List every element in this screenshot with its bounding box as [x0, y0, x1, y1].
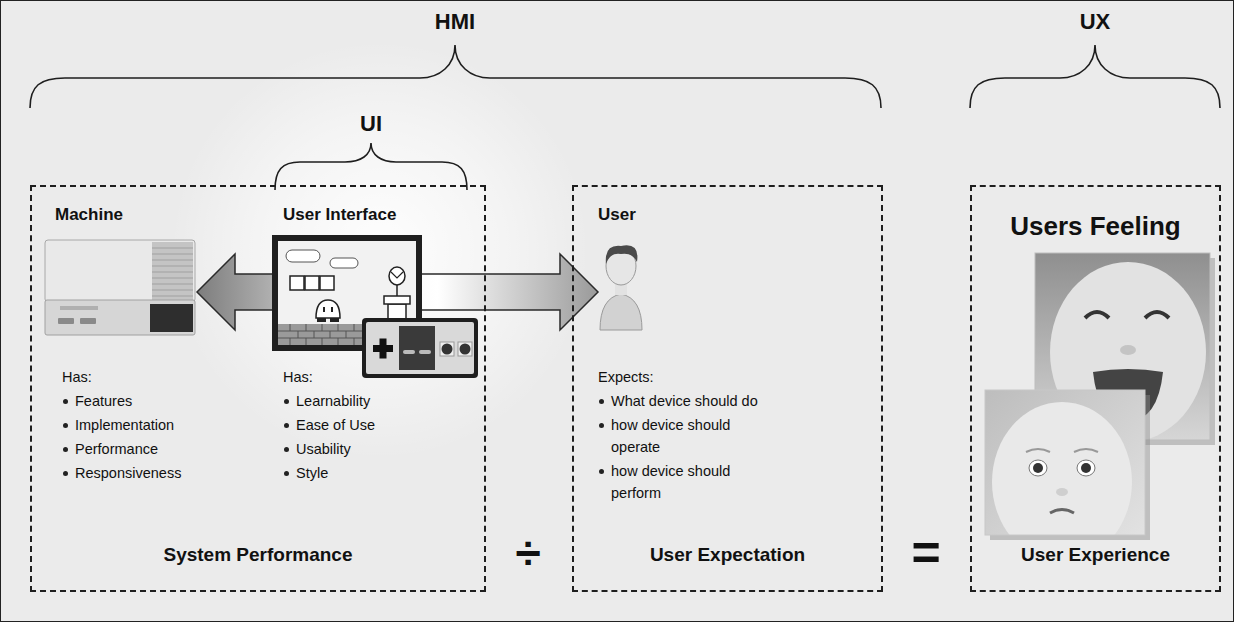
box-title: System Performance [163, 544, 352, 566]
console-illustration [45, 240, 195, 335]
list-item: Responsiveness [62, 462, 197, 484]
bracket-label: HMI [435, 11, 475, 33]
list-lead: Expects: [598, 366, 766, 388]
controller-illustration [362, 318, 478, 378]
user-panel: UserExpects:What device should dohow dev… [598, 205, 766, 504]
curly-brackets [30, 45, 1220, 190]
user-icon [600, 245, 642, 330]
machine-panel: MachineHas:FeaturesImplementationPerform… [55, 205, 197, 484]
list-item: Ease of Use [283, 414, 478, 436]
list-item: Usability [283, 438, 478, 460]
list-item: Features [62, 390, 197, 412]
dashed-group-box: Users FeelingUser Experience [970, 185, 1221, 592]
list-item: What device should do [598, 390, 766, 412]
list-item: Learnability [283, 390, 478, 412]
list-item: Style [283, 462, 478, 484]
operator-symbol: ÷ [515, 530, 540, 576]
box-heading: Users Feeling [1010, 211, 1181, 241]
bracket-label: UI [360, 113, 382, 135]
dashed-group-box: MachineHas:FeaturesImplementationPerform… [30, 185, 486, 592]
list-item: how device should perform [598, 460, 766, 504]
list-lead: Has: [62, 366, 197, 388]
dashed-group-box: UserExpects:What device should dohow dev… [572, 185, 883, 592]
list-item: how device should operate [598, 414, 766, 458]
doubtful-face-photo [985, 390, 1150, 562]
panel-heading: User Interface [283, 205, 478, 225]
panel-heading: Machine [55, 205, 197, 225]
list-item: Implementation [62, 414, 197, 436]
list-lead: Has: [283, 366, 478, 388]
list-item: Performance [62, 438, 197, 460]
box-title: User Expectation [650, 544, 805, 566]
panel-heading: User [598, 205, 766, 225]
bracket-label: UX [1080, 11, 1111, 33]
box-title: User Experience [1021, 544, 1170, 566]
operator-symbol: = [911, 528, 940, 578]
highlight-glow [170, 40, 590, 460]
interface-panel: User InterfaceHas:LearnabilityEase of Us… [283, 205, 478, 484]
